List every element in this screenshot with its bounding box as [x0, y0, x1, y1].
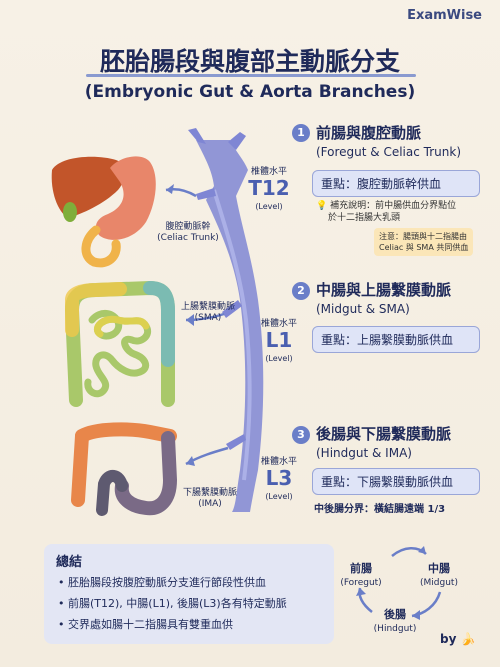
lightbulb-icon: 💡 [316, 201, 328, 211]
cycle-midgut-en: (Midgut) [420, 578, 458, 588]
section-2-number: 2 [292, 282, 310, 300]
cycle-foregut-en: (Foregut) [340, 578, 382, 588]
section-3-boundary: 中後腸分界：橫結腸遠端 1/3 [314, 504, 446, 515]
ima-arrow-head [186, 456, 195, 466]
cycle-hindgut-en: (Hindgut) [373, 624, 417, 634]
section-2-title: 中腸與上腸繫膜動脈 [316, 281, 452, 299]
section-1-focus: 重點：腹腔動脈幹供血 [312, 170, 480, 197]
ima-label-zh: 下腸繫膜動脈 [182, 488, 237, 498]
brand-logo: ExamWise [407, 8, 482, 23]
cycle-hindgut: 後腸 (Hindgut) [370, 608, 420, 636]
celiac-branch [196, 188, 216, 200]
ima-label-en: (IMA) [198, 499, 222, 509]
cycle-arrow-fg-mg-head [418, 546, 426, 554]
aorta [196, 140, 264, 512]
page-subtitle: (Embryonic Gut & Aorta Branches) [84, 82, 416, 102]
section-3-focus: 重點：下腸繫膜動脈供血 [312, 468, 480, 495]
summary-box [44, 544, 334, 644]
cycle-foregut-zh: 前腸 [350, 562, 372, 575]
celiac-arrow-head [166, 184, 174, 194]
level-t12-caption: 椎體水平 [250, 167, 287, 177]
section-2-subtitle: (Midgut & SMA) [316, 302, 410, 316]
midgut-colon-tint [65, 282, 127, 337]
section-1-note-line2: 於十二指腸大乳頭 [328, 213, 401, 223]
ima-branch [226, 434, 246, 450]
title-underline [86, 74, 416, 77]
level-t12-en: (Level) [255, 202, 283, 211]
cycle-midgut-zh: 中腸 [428, 562, 450, 575]
gallbladder [63, 202, 77, 222]
level-l1-caption: 椎體水平 [260, 319, 297, 329]
sma-label-en: (SMA) [194, 313, 222, 323]
celiac-label-en: (Celiac Trunk) [157, 233, 219, 243]
small-intestine-tint [94, 315, 150, 338]
byline: by 🍌 [440, 632, 476, 646]
level-l3-value: L3 [265, 466, 293, 490]
section-1-note: 💡 補充說明：前中腸供血分界點位 於十二指腸大乳頭 [316, 200, 456, 224]
summary-item: • 胚胎腸段按腹腔動脈分支進行節段性供血 [58, 576, 266, 589]
aorta-left-branch [188, 128, 206, 144]
section-1-warning-line1: 注意：腸頭與十二指腸由 [379, 232, 467, 241]
midgut-colon-tint2 [143, 281, 175, 367]
summary-title: 總結 [56, 555, 83, 570]
sma-branch [222, 300, 242, 318]
summary-item: • 交界處如腸十二指腸具有雙重血供 [58, 618, 233, 631]
section-3-title: 後腸與下腸繫膜動脈 [316, 425, 452, 443]
level-l3-en: (Level) [265, 492, 293, 501]
ima-label: 下腸繫膜動脈 (IMA) [170, 488, 250, 510]
level-l1-value: L1 [265, 328, 293, 352]
section-1-note-line1: 補充說明：前中腸供血分界點位 [330, 201, 457, 211]
stomach [95, 156, 156, 240]
section-1-title: 前腸與腹腔動脈 [316, 124, 422, 142]
hindgut-ascending [71, 429, 89, 507]
section-2-focus: 重點：上腸繫膜動脈供血 [312, 326, 480, 353]
section-1-warning: 注意：腸頭與十二指腸由 Celiac 與 SMA 共同供血 [374, 228, 474, 256]
section-3-number: 3 [292, 426, 310, 444]
level-l1-en: (Level) [265, 354, 293, 363]
celiac-label-zh: 腹腔動脈幹 [165, 222, 211, 232]
descending-colon [114, 431, 178, 516]
sigmoid-colon [96, 470, 128, 516]
cycle-arrow-hg-fg-head [356, 588, 366, 596]
byline-text: by [440, 632, 457, 646]
cycle-hindgut-zh: 後腸 [384, 608, 406, 621]
section-1-subtitle: (Foregut & Celiac Trunk) [316, 145, 462, 159]
summary-item: • 前腸(T12), 中腸(L1), 後腸(L3)各有特定動脈 [58, 597, 287, 610]
duodenum [81, 225, 121, 268]
section-3-subtitle: (Hindgut & IMA) [316, 446, 412, 460]
cycle-foregut: 前腸 (Foregut) [336, 562, 386, 590]
banana-icon: 🍌 [460, 632, 476, 646]
section-1-warning-line2: Celiac 與 SMA 共同供血 [379, 243, 469, 252]
sma-label: 上腸繫膜動脈 (SMA) [168, 302, 248, 324]
page-title: 胚胎腸段與腹部主動脈分支 [99, 47, 400, 76]
level-l3-caption: 椎體水平 [260, 457, 297, 467]
celiac-label: 腹腔動脈幹 (Celiac Trunk) [148, 222, 228, 244]
sma-label-zh: 上腸繫膜動脈 [180, 302, 235, 312]
cycle-arrow-mg-hg-head [412, 610, 420, 620]
hindgut-transverse [75, 422, 177, 443]
sma-arrow-head [186, 314, 194, 326]
cycle-midgut: 中腸 (Midgut) [414, 562, 464, 590]
aorta-right-branch [228, 132, 246, 150]
level-t12-value: T12 [248, 176, 290, 200]
section-1-number: 1 [292, 124, 310, 142]
aorta-highlight [212, 189, 252, 481]
